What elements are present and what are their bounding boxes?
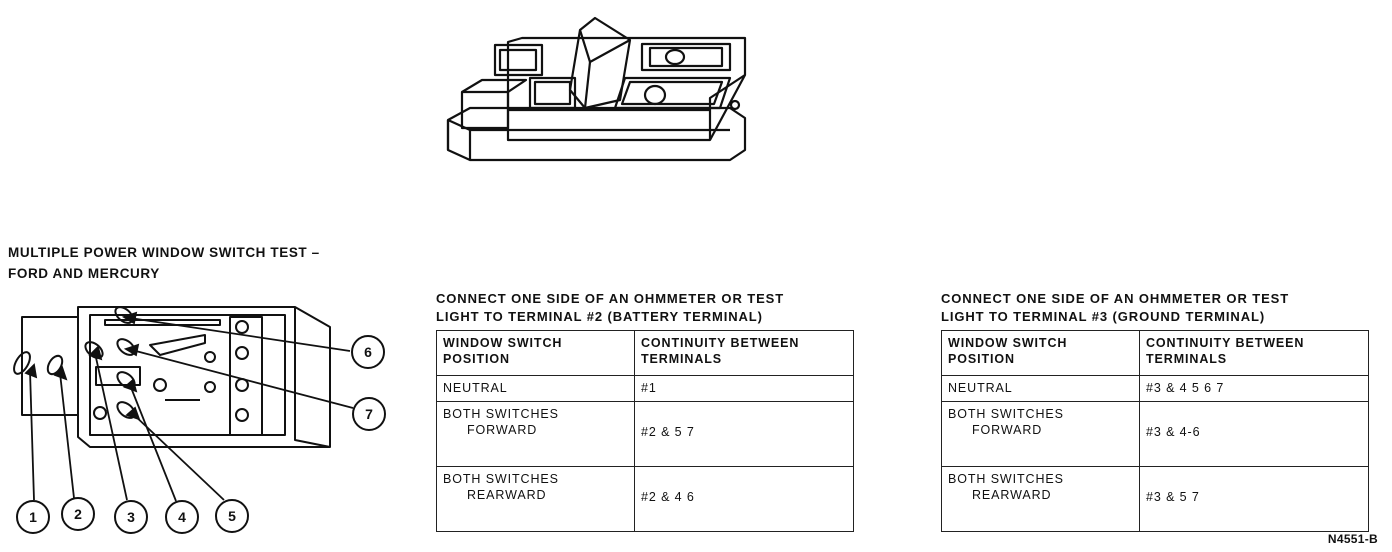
header-continuity: CONTINUITY BETWEEN TERMINALS [1139,330,1369,376]
callout-label-1: 1 [29,509,37,525]
ground-caption: CONNECT ONE SIDE OF AN OHMMETER OR TEST … [941,290,1369,326]
continuity-cell: #2 & 4 6 [634,466,854,532]
battery-caption: CONNECT ONE SIDE OF AN OHMMETER OR TEST … [436,290,854,326]
ground-caption-line-2: LIGHT TO TERMINAL #3 (GROUND TERMINAL) [941,309,1266,324]
continuity-cell: #1 [634,375,854,402]
housing-outline [77,306,331,448]
table-header-row: WINDOW SWITCH POSITION CONTINUITY BETWEE… [436,330,854,376]
continuity-cell: #3 & 4-6 [1139,401,1369,467]
callout-label-4: 4 [178,509,186,525]
header-switch-position: WINDOW SWITCH POSITION [436,330,635,376]
figure-code: N4551-B [1327,532,1378,546]
callout-6 [351,335,385,369]
table-row: BOTH SWITCHES FORWARD #3 & 4-6 [941,401,1369,467]
position-cell: BOTH SWITCHES REARWARD [436,466,635,532]
battery-caption-line-1: CONNECT ONE SIDE OF AN OHMMETER OR TEST [436,291,785,306]
table-row: BOTH SWITCHES REARWARD #3 & 5 7 [941,466,1369,532]
callout-label-2: 2 [74,506,82,522]
table-row: NEUTRAL #1 [436,375,854,402]
callout-label-3: 3 [127,509,135,525]
diagram-title: MULTIPLE POWER WINDOW SWITCH TEST – FORD… [8,242,320,284]
callout-4 [165,500,199,534]
position-cell: BOTH SWITCHES FORWARD [941,401,1140,467]
table-header-row: WINDOW SWITCH POSITION CONTINUITY BETWEE… [941,330,1369,376]
title-line-2: FORD AND MERCURY [8,266,160,281]
continuity-cell: #3 & 5 7 [1139,466,1369,532]
ground-terminal-table: WINDOW SWITCH POSITION CONTINUITY BETWEE… [941,330,1369,532]
switch-assembly-illustration [446,16,747,162]
position-cell: BOTH SWITCHES FORWARD [436,401,635,467]
callout-5 [215,499,249,533]
position-cell: NEUTRAL [436,375,635,402]
continuity-cell: #3 & 4 5 6 7 [1139,375,1369,402]
title-line-1: MULTIPLE POWER WINDOW SWITCH TEST – [8,245,320,260]
callout-7 [352,397,386,431]
continuity-cell: #2 & 5 7 [634,401,854,467]
callout-2 [61,497,95,531]
table-row: BOTH SWITCHES FORWARD #2 & 5 7 [436,401,854,467]
callout-label-6: 6 [364,344,372,360]
header-switch-position: WINDOW SWITCH POSITION [941,330,1140,376]
switch-terminal-diagram: 1 2 3 4 5 6 7 [13,306,386,534]
callout-label-7: 7 [365,406,373,422]
position-cell: NEUTRAL [941,375,1140,402]
callout-1 [16,500,50,534]
table-row: BOTH SWITCHES REARWARD #2 & 4 6 [436,466,854,532]
battery-terminal-test-block: CONNECT ONE SIDE OF AN OHMMETER OR TEST … [436,290,854,532]
table-row: NEUTRAL #3 & 4 5 6 7 [941,375,1369,402]
battery-terminal-table: WINDOW SWITCH POSITION CONTINUITY BETWEE… [436,330,854,532]
callout-label-5: 5 [228,508,236,524]
position-cell: BOTH SWITCHES REARWARD [941,466,1140,532]
header-continuity: CONTINUITY BETWEEN TERMINALS [634,330,854,376]
callout-3 [114,500,148,534]
ground-terminal-test-block: CONNECT ONE SIDE OF AN OHMMETER OR TEST … [941,290,1369,532]
ground-caption-line-1: CONNECT ONE SIDE OF AN OHMMETER OR TEST [941,291,1290,306]
battery-caption-line-2: LIGHT TO TERMINAL #2 (BATTERY TERMINAL) [436,309,763,324]
